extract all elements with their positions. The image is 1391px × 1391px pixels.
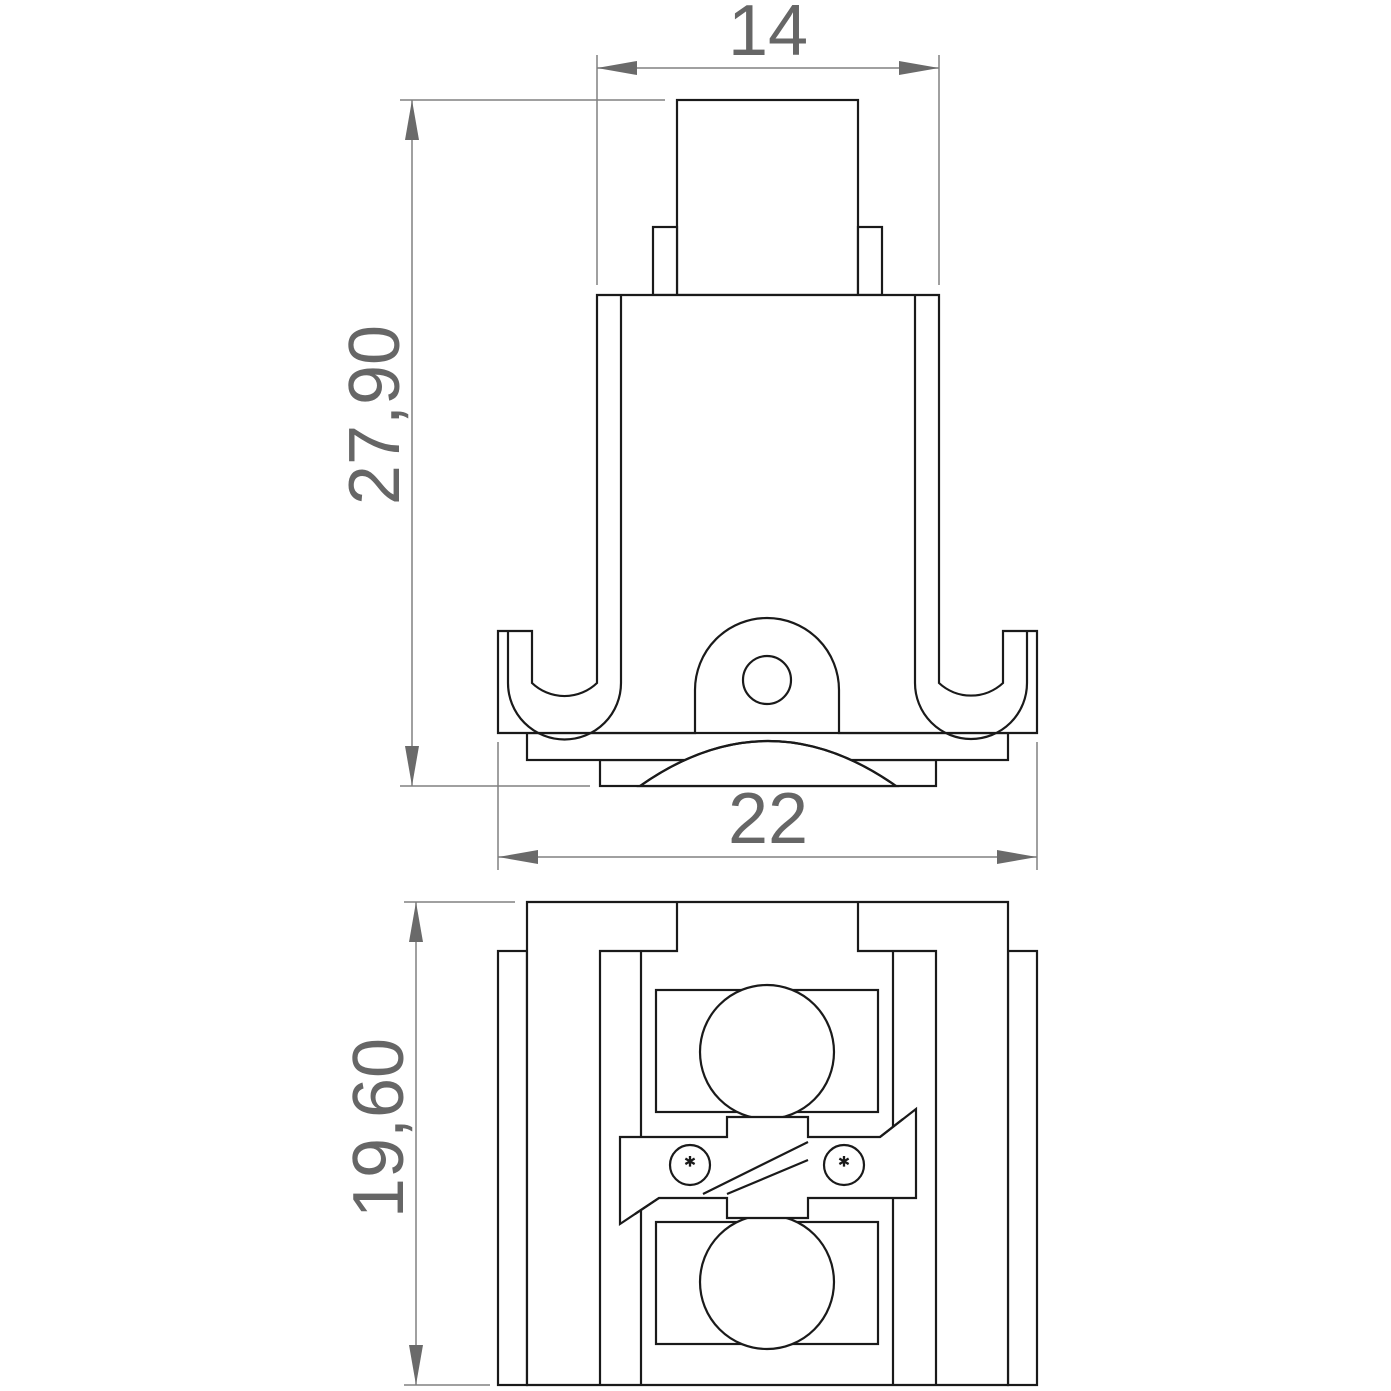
- right-outer-rail: [1006, 949, 1039, 1387]
- lower-terminal-screw: [698, 1213, 836, 1351]
- mounting-hole: [741, 654, 793, 706]
- right-screw-mark: *: [839, 1153, 849, 1177]
- right-small-screw: [822, 1143, 866, 1187]
- top-plunger: [675, 98, 860, 297]
- left-shoulder: [651, 225, 679, 297]
- left-small-screw: [668, 1143, 712, 1187]
- dimension-top-width: 14: [596, 0, 940, 285]
- inner-step: [598, 902, 938, 1385]
- right-hook: [913, 631, 1029, 741]
- bottom-arc-top: [639, 739, 897, 787]
- left-outer-rail: [496, 949, 529, 1387]
- dimension-height-bottom: 19,60: [339, 901, 515, 1386]
- dim-label-overall-width: 22: [728, 779, 808, 859]
- contact-spring: [618, 1106, 918, 1227]
- dimension-overall-width: 22: [497, 742, 1038, 870]
- left-hook: [506, 631, 623, 741]
- side-view: [496, 98, 1039, 788]
- dimension-height-side: 27,90: [335, 99, 665, 787]
- contact-diagonal: [634, 1118, 904, 1215]
- dim-label-top-width: 14: [728, 0, 808, 71]
- dim-label-height-bottom: 19,60: [339, 1038, 419, 1218]
- left-screw-mark: *: [685, 1153, 695, 1177]
- bottom-view: * *: [496, 900, 1039, 1387]
- right-shoulder: [856, 225, 884, 297]
- upper-terminal-screw: [698, 983, 836, 1121]
- dim-label-height-side: 27,90: [335, 325, 415, 505]
- main-body: [496, 293, 1039, 735]
